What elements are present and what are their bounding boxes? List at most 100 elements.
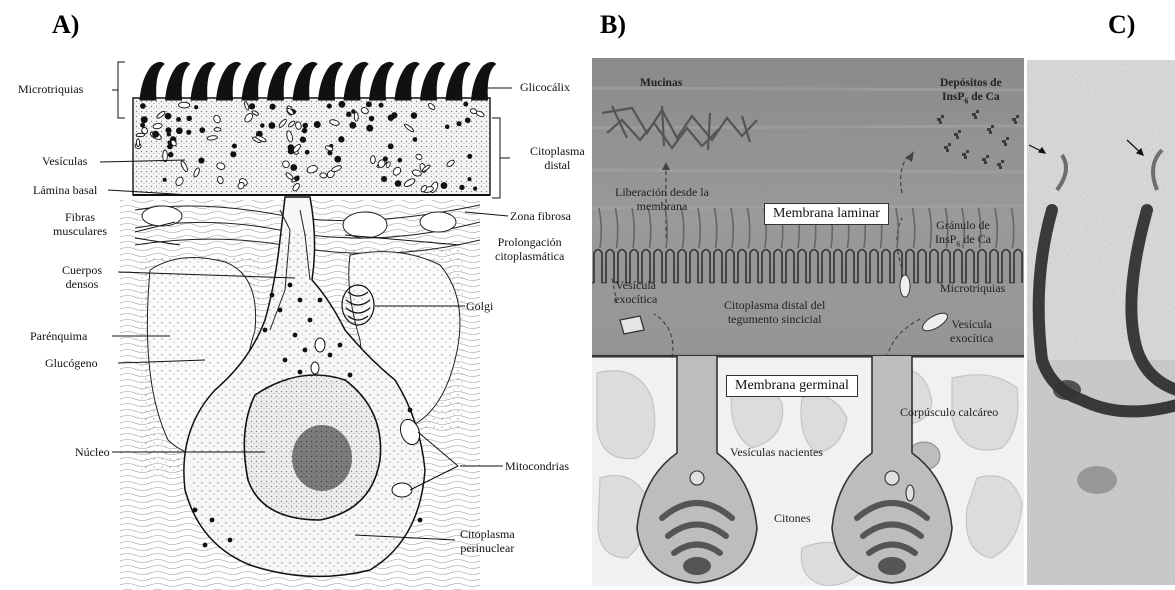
vesicle-shape [370,156,375,164]
label-microtriquias-b: Microtriquias [940,281,1005,295]
dense-granule [397,158,402,163]
dense-granule [176,127,183,134]
dense-granule [388,143,394,149]
microtrich-shape [166,62,190,100]
microtrich-shape [395,62,419,100]
label-depositos: Depósitos de InsP6 de Ca [940,76,1002,108]
microtrich-shape [319,62,343,100]
label-vesicula-exocitica-right-line1: Vesícula [951,317,992,331]
dense-granule [288,148,294,154]
label-depositos-ca: de Ca [968,91,999,103]
dense-granule [186,130,191,135]
label-citoplasma-distal-a: Citoplasma distal [530,144,585,172]
dense-body [418,518,423,523]
dense-body [228,538,233,543]
dense-granule [467,154,472,159]
label-granulo-insp: InsP [935,232,956,246]
microtrich-shape [472,62,496,100]
label-vesiculas: Vesículas [42,154,87,168]
dense-granule [441,182,448,189]
label-zona-fibrosa: Zona fibrosa [510,209,571,223]
dense-granule [269,104,275,110]
dense-granule [473,187,477,191]
dense-body [288,283,293,288]
dense-granule [269,122,276,129]
label-citoplasma-distal-a-line1: Citoplasma [530,144,585,158]
label-granulo: Gránulo de InsP6 de Ca [935,218,991,251]
dense-granule [305,150,310,155]
label-cuerpos-densos-line1: Cuerpos [62,263,102,277]
label-nucleo: Núcleo [75,445,110,459]
label-prolongacion: Prolongación citoplasmática [495,235,564,263]
dense-granule [186,116,191,121]
dense-granule [459,185,464,190]
label-glucogeno: Glucógeno [45,356,98,370]
dense-body [308,318,313,323]
microtrich-shape [344,62,368,100]
label-vesicula-exocitica-left-line1: Vesícula [615,278,656,292]
dense-body [303,348,308,353]
microtrich-shape [217,62,241,100]
label-liberacion: Liberación desde la membrana [615,185,709,213]
label-corpusculo: Corpúsculo calcáreo [900,405,998,419]
dense-granule [346,112,351,117]
dense-granule [140,123,145,128]
dense-granule [366,125,373,132]
dense-granule [290,164,297,171]
label-vesicula-exocitica-left: Vesícula exocítica [614,278,657,306]
vesicle-shape [354,112,358,121]
dense-body [263,328,268,333]
dense-granule [327,104,332,109]
dense-body [210,518,215,523]
dense-granule [199,127,205,133]
dense-body [203,543,208,548]
microtrich-shape [140,62,164,100]
dense-granule [445,125,449,129]
label-citoplasma-distal-b: Citoplasma distal del tegumento sincicia… [724,298,825,326]
dense-granule [168,152,174,158]
dense-granule [302,123,308,129]
label-citoplasma-perinuclear: Citoplasma perinuclear [460,527,515,555]
label-fibras-musculares: Fibras musculares [53,210,107,238]
dense-granule [294,176,299,181]
microtrich-shape [242,62,266,100]
panel-c-letter: C) [1108,10,1135,40]
dense-body [348,373,353,378]
dense-granule [456,121,461,126]
dense-granule [249,103,255,109]
dense-granule [314,121,321,128]
dense-granule [176,117,181,122]
label-vesiculas-nacientes: Vesículas nacientes [730,445,823,459]
dense-granule [232,143,237,148]
label-cuerpos-densos: Cuerpos densos [62,263,102,291]
dense-granule [381,176,387,182]
label-fibras-musculares-line1: Fibras [65,210,95,224]
label-cuerpos-densos-line2: densos [66,277,99,291]
dense-granule [467,177,471,181]
vesicle-shape [320,172,328,178]
dense-granule [465,117,471,123]
dense-granule [388,115,394,121]
label-golgi: Golgi [466,299,493,313]
dense-granule [165,113,172,120]
label-parenquima: Parénquima [30,329,87,343]
label-citoplasma-perinuclear-line1: Citoplasma [460,527,515,541]
label-liberacion-line2: membrana [637,199,688,213]
dense-granule [366,101,372,107]
label-citones: Citones [774,511,811,525]
dense-body [270,293,275,298]
label-mucinas: Mucinas [640,76,682,90]
microtrich-shape [421,62,445,100]
label-citoplasma-perinuclear-line2: perinuclear [460,541,514,555]
membrana-laminar-box: Membrana laminar [764,203,889,225]
dense-body [293,333,298,338]
dense-granule [140,103,146,109]
panel-b-letter: B) [600,10,626,40]
dense-granule [167,132,171,136]
label-prolongacion-line2: citoplasmática [495,249,564,263]
microtrich-shape [293,62,317,100]
label-liberacion-line1: Liberación desde la [615,185,709,199]
dense-body [408,408,413,413]
dense-granule [395,180,402,187]
dense-body [278,308,283,313]
